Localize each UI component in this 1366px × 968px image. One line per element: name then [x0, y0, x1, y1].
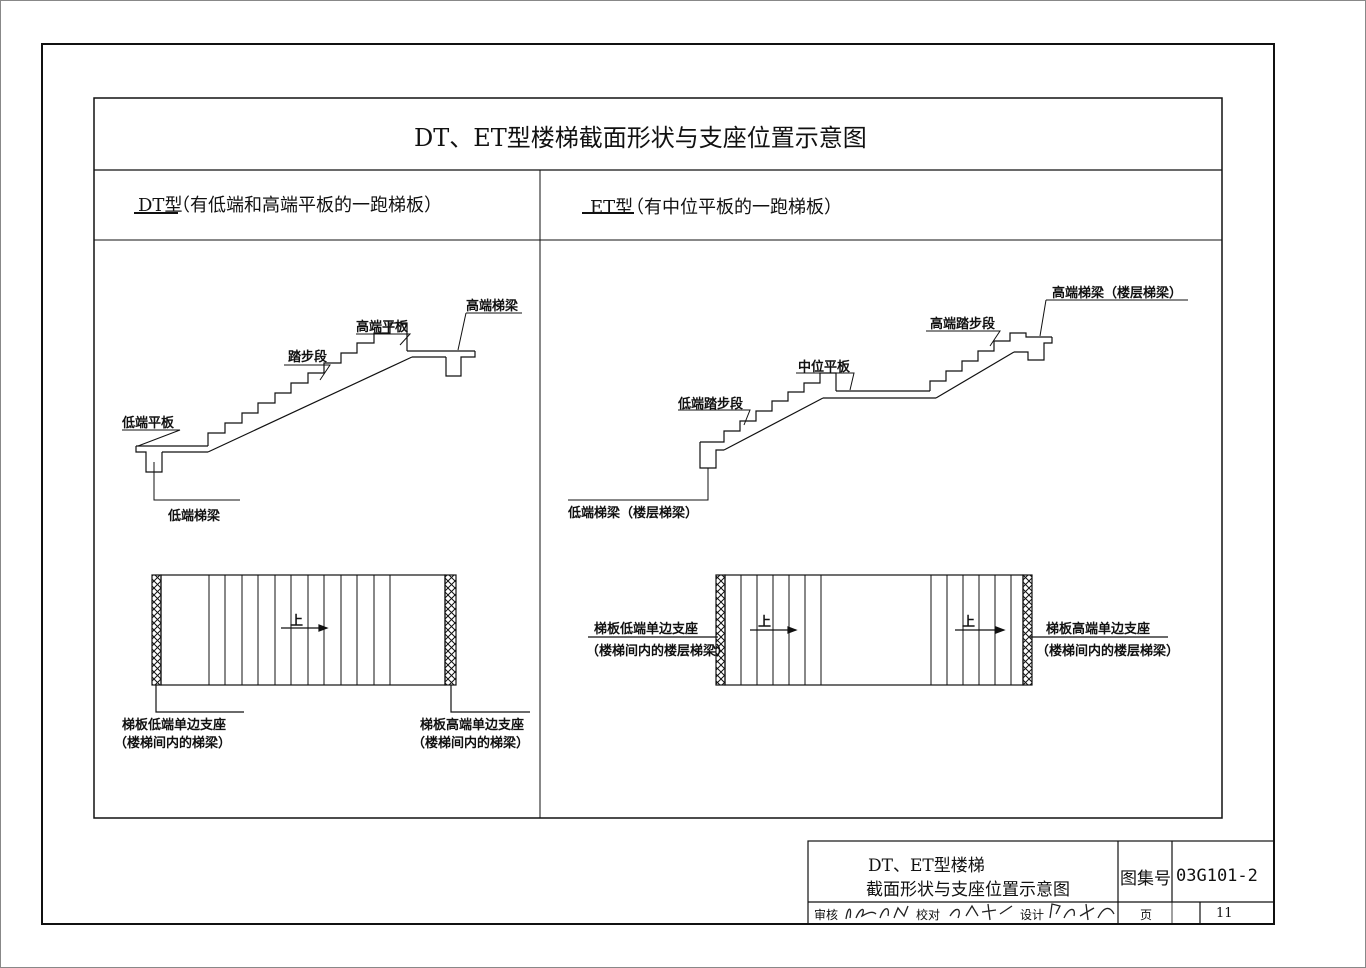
dt-label-high-beam: 高端梯梁 — [466, 299, 519, 314]
et-label-low-steps: 低端踏步段 — [678, 397, 744, 412]
dt-soffit — [207, 356, 413, 453]
et-label-high-beam: 高端梯梁（楼层梯梁） — [1052, 286, 1183, 301]
et-plan-left-support-note: （楼梯间内的楼层梯梁） — [586, 644, 730, 659]
et-plan-right-support: 梯板高端单边支座 — [1046, 622, 1151, 637]
tb-drawing-title-1: DT、ET型楼梯 — [868, 856, 985, 876]
main-table — [93, 97, 1223, 819]
tb-review-label: 审核 — [814, 908, 839, 922]
tb-drawing-title-2: 截面形状与支座位置示意图 — [866, 880, 1070, 900]
tb-check-label: 校对 — [916, 908, 941, 922]
dt-plan-up-label: 上 — [290, 614, 304, 629]
tb-page-number: 11 — [1216, 906, 1233, 921]
dt-plan-right-support-hatch — [444, 574, 457, 686]
et-leaders — [568, 299, 1188, 501]
et-plan-right-support-hatch — [1022, 574, 1033, 686]
dt-steps — [207, 322, 408, 446]
dt-plan-left-support-note: （楼梯间内的梯梁） — [114, 736, 232, 751]
dt-plan — [151, 574, 530, 713]
et-label-low-beam: 低端梯梁（楼层梯梁） — [568, 506, 699, 521]
et-low-beam — [699, 442, 724, 469]
et-high-beam — [1014, 337, 1053, 361]
dt-plan-left-support-hatch — [151, 574, 162, 686]
dt-label-steps: 踏步段 — [288, 350, 328, 365]
et-plan-up-right: 上 — [962, 615, 976, 630]
dt-high-beam — [445, 351, 476, 377]
dt-plan-right-support-note: （楼梯间内的梯梁） — [412, 736, 530, 751]
sheet-title: DT、ET型楼梯截面形状与支座位置示意图 — [414, 124, 867, 152]
et-high-soffit — [935, 351, 1015, 399]
et-type-code: ET型 — [590, 197, 634, 218]
dt-label-low-beam: 低端梯梁 — [168, 509, 221, 524]
dt-plan-left-support: 梯板低端单边支座 — [122, 718, 227, 733]
sheet-frame — [41, 43, 1275, 925]
dt-type-code: DT型 — [138, 195, 183, 216]
dt-section-drawing — [135, 322, 476, 473]
title-block-grid — [807, 840, 1275, 925]
dt-leaders — [122, 312, 522, 501]
tb-atlas-label: 图集号 — [1120, 869, 1171, 889]
et-plan-right-support-note: （楼梯间内的楼层梯梁） — [1036, 644, 1180, 659]
et-plan-up-left: 上 — [758, 615, 772, 630]
dt-subtitle: （有低端和高端平板的一跑梯板） — [172, 195, 442, 216]
dt-low-beam — [135, 446, 163, 473]
tb-page-label: 页 — [1140, 908, 1153, 922]
et-low-steps — [700, 372, 837, 443]
signatures — [845, 903, 1115, 921]
et-plan — [588, 574, 1168, 686]
tb-design-label: 设计 — [1020, 908, 1045, 922]
et-low-soffit — [723, 397, 824, 451]
et-label-mid-slab: 中位平板 — [798, 360, 851, 375]
dt-label-low-slab: 低端平板 — [122, 416, 175, 431]
et-plan-left-support: 梯板低端单边支座 — [594, 622, 699, 637]
et-high-steps — [929, 332, 1052, 391]
dt-plan-right-support: 梯板高端单边支座 — [420, 718, 525, 733]
tb-atlas-number: 03G101-2 — [1176, 866, 1258, 886]
et-label-high-steps: 高端踏步段 — [930, 317, 996, 332]
et-subtitle: （有中位平板的一跑梯板） — [626, 197, 842, 218]
dt-label-high-slab: 高端平板 — [356, 320, 409, 335]
et-plan-left-support-hatch — [715, 574, 726, 686]
et-section-drawing — [699, 332, 1053, 469]
